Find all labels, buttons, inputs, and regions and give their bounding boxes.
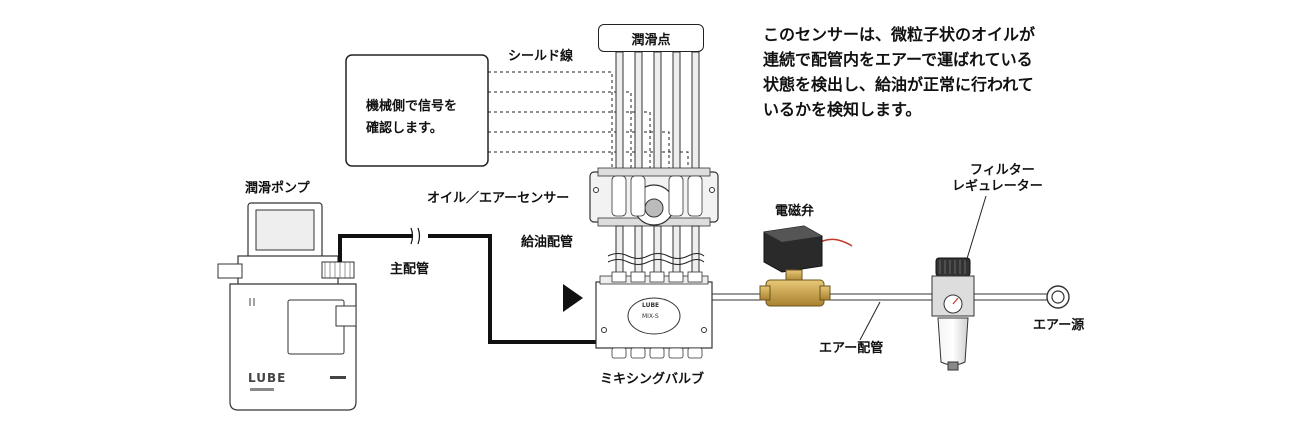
main-pipe-break-icon	[410, 227, 421, 245]
sensor-label: オイル／エアーセンサー	[427, 191, 570, 206]
lubrication-point-box: 潤滑点	[598, 24, 704, 52]
lubrication-point-label: 潤滑点	[631, 32, 671, 48]
machine-side-line-2: 確認します。	[366, 121, 443, 136]
break-mark-icon	[607, 253, 705, 265]
machine-side-box	[345, 54, 489, 167]
leader-lines	[859, 195, 987, 341]
air-source-label: エアー源	[1033, 318, 1085, 333]
oil-air-sensor	[589, 167, 719, 227]
solenoid-valve-label: 電磁弁	[775, 204, 815, 219]
mixing-valve-label: ミキシングバルブ	[600, 372, 705, 387]
filter-regulator-line-2: レギュレーター	[952, 178, 1043, 194]
description-line-1: このセンサーは、微粒子状のオイルが	[763, 25, 1036, 44]
description-line-2: 連続で配管内をエアーで運ばれている	[763, 50, 1033, 69]
filter-regulator	[931, 257, 975, 371]
mixing-valve	[595, 271, 713, 359]
shield-wires	[488, 71, 689, 172]
oil-pipe-label: 給油配管	[521, 235, 574, 250]
filter-regulator-label: フィルター レギュレーター	[952, 163, 1043, 194]
description-line-4: いるかを検知します。	[763, 100, 922, 119]
main-pipe	[338, 234, 412, 262]
main-pipe-2	[428, 234, 598, 344]
air-pipe-label: エアー配管	[819, 341, 884, 356]
arrow-right-icon	[563, 284, 583, 312]
filter-regulator-line-1: フィルター	[970, 163, 1035, 178]
description-line-3: 状態を検出し、給油が正常に行われて	[763, 75, 1034, 94]
lubrication-tubes	[615, 51, 700, 175]
mixing-valve-model: MIX-S	[642, 313, 659, 320]
main-pipe-label: 主配管	[390, 262, 430, 277]
mixing-valve-brand: LUBE	[642, 302, 660, 309]
shield-wire-label: シールド線	[508, 49, 574, 64]
air-source-icon	[1046, 285, 1070, 309]
description: このセンサーは、微粒子状のオイルが 連続で配管内をエアーで運ばれている 状態を検…	[763, 22, 1103, 122]
pump-label: 潤滑ポンプ	[245, 181, 310, 196]
machine-side-text: 機械側で信号を 確認します。	[366, 96, 457, 140]
pump-logo: LUBE	[248, 371, 287, 385]
machine-side-line-1: 機械側で信号を	[366, 99, 458, 114]
solenoid-valve	[759, 225, 853, 307]
lubrication-pump	[217, 202, 357, 411]
